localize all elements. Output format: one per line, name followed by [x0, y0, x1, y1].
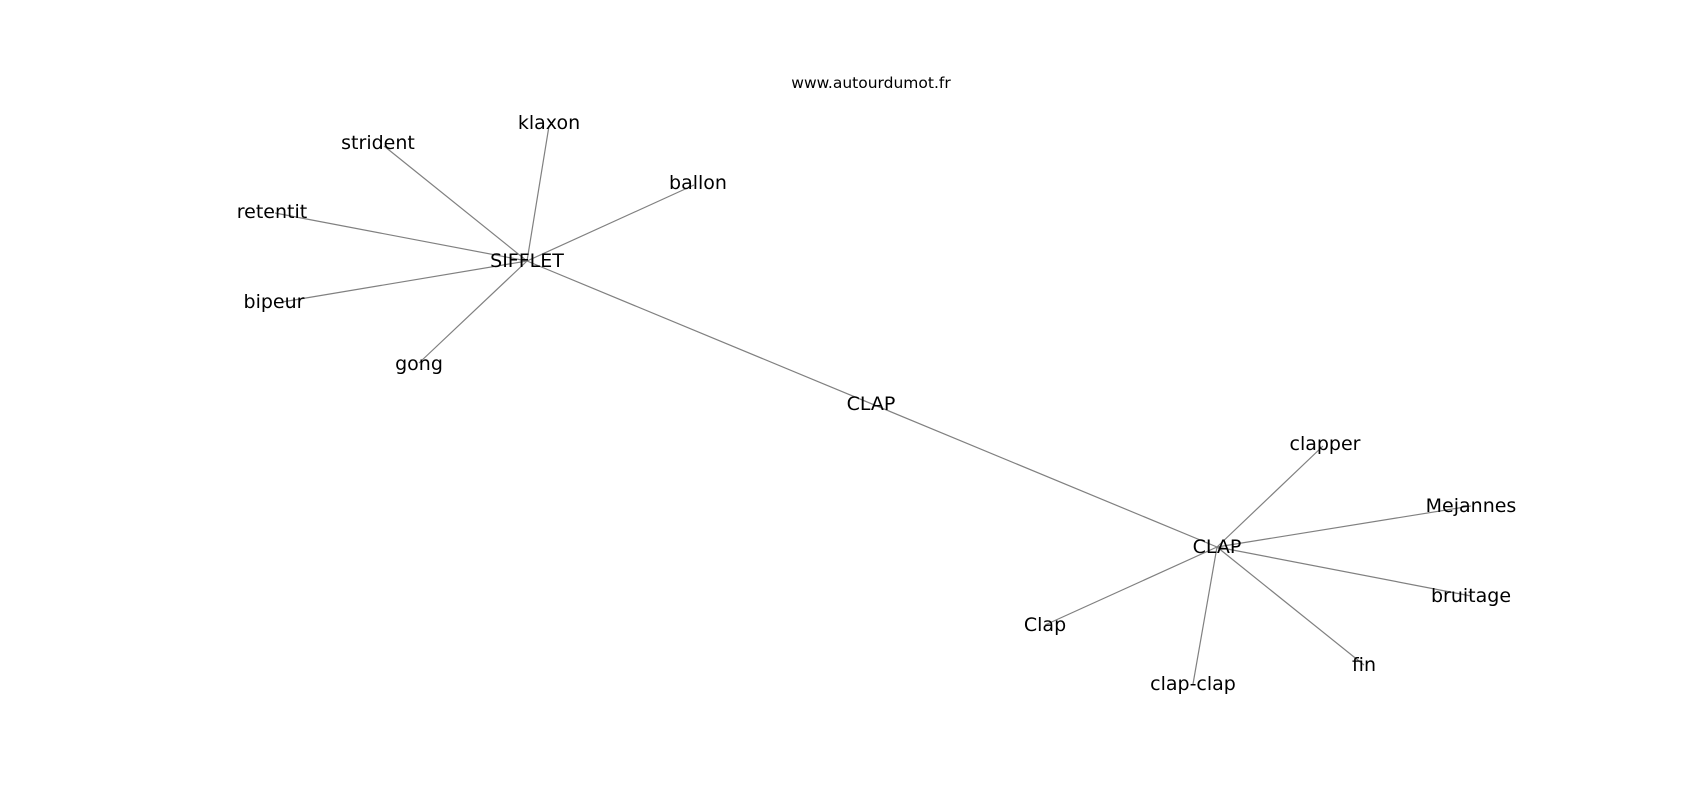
edge-clap-clap-clap: [1192, 546, 1218, 685]
edge-clap-clap-cap: [1044, 546, 1218, 626]
edge-clap-clapper: [1216, 445, 1324, 548]
edge-sifflet-clap-hub: [526, 260, 1218, 548]
node-gong: gong: [395, 353, 443, 375]
edge-sifflet-klaxon: [526, 125, 550, 262]
edge-clap-mejannes: [1216, 505, 1472, 548]
center-node-label: CLAP: [847, 393, 896, 415]
edge-sifflet-strident: [383, 145, 528, 262]
node-mejannes: Mejannes: [1426, 495, 1517, 517]
edge-sifflet-retentit: [274, 212, 528, 262]
source-url: www.autourdumot.fr: [791, 74, 951, 92]
hub-node-sifflet: SIFFLET: [490, 250, 564, 272]
node-strident: strident: [341, 132, 415, 154]
node-clap-clap: clap-clap: [1150, 673, 1236, 695]
edge-sifflet-ballon: [526, 184, 695, 262]
node-clap-cap: Clap: [1024, 614, 1066, 636]
node-retentit: retentit: [237, 201, 307, 223]
edge-clap-bruitage: [1216, 546, 1472, 597]
edge-clap-fin: [1216, 546, 1365, 666]
edge-sifflet-bipeur: [281, 260, 528, 303]
node-bruitage: bruitage: [1431, 585, 1511, 607]
edges: [274, 125, 1472, 685]
node-klaxon: klaxon: [518, 112, 580, 134]
node-ballon: ballon: [669, 172, 727, 194]
hub-node-clap: CLAP: [1193, 536, 1242, 558]
edge-sifflet-gong: [418, 260, 528, 364]
node-clapper: clapper: [1290, 433, 1361, 455]
node-fin: fin: [1352, 654, 1376, 676]
node-bipeur: bipeur: [244, 291, 305, 313]
